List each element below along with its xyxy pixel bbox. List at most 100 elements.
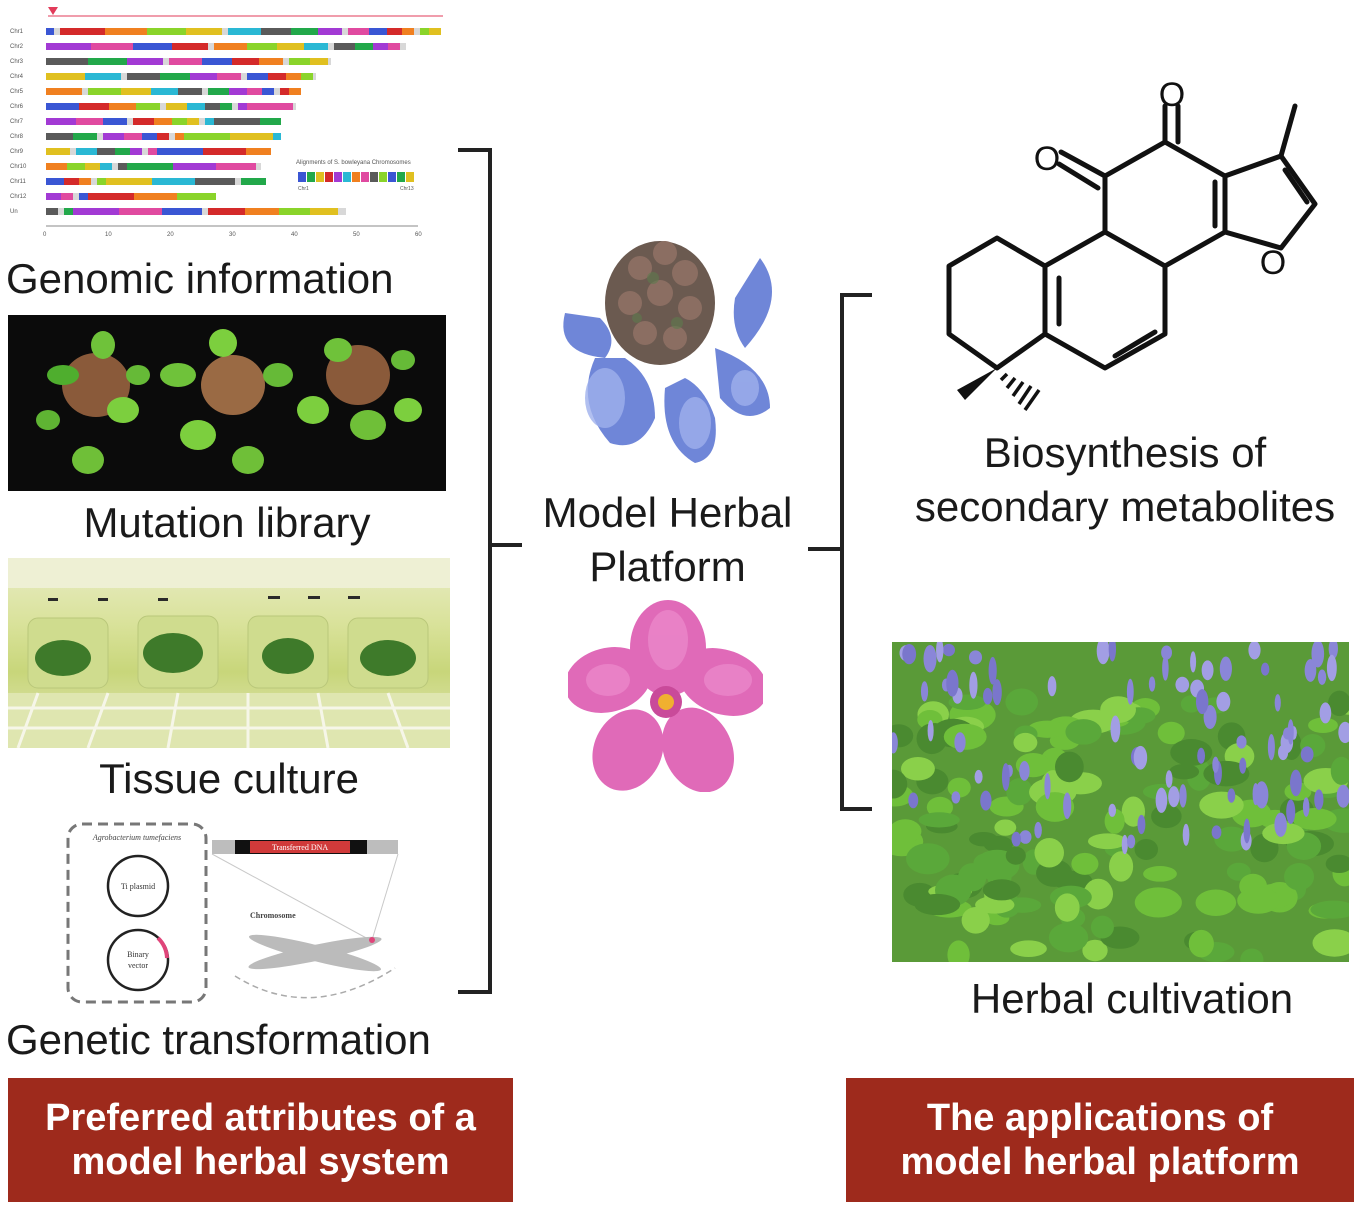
alignment-segment xyxy=(304,43,328,50)
chromosome-label: Chr2 xyxy=(10,44,24,50)
flower-spike xyxy=(1328,642,1338,659)
leaf xyxy=(1109,851,1134,882)
alignment-segment xyxy=(310,58,328,65)
leaf xyxy=(1010,940,1047,957)
legend-swatch xyxy=(298,172,306,182)
leaf xyxy=(1034,837,1065,868)
alignment-segment xyxy=(134,193,177,200)
leaf xyxy=(973,853,997,874)
leaf xyxy=(1071,852,1099,875)
flower-spike xyxy=(1126,834,1136,849)
alignment-segment xyxy=(91,43,133,50)
alignment-segment xyxy=(172,118,187,125)
mutation-library-label: Mutation library xyxy=(83,499,371,546)
leaf xyxy=(1157,721,1185,745)
flower-spike xyxy=(968,650,983,665)
chromosome-label: Chr4 xyxy=(10,74,24,80)
leaf xyxy=(1090,915,1114,939)
alignment-segment xyxy=(280,88,289,95)
leaf xyxy=(1330,756,1349,785)
legend-swatch xyxy=(307,172,315,182)
genetic-transformation-diagram: Agrobacterium tumefaciens Ti plasmid Bin… xyxy=(60,818,405,1008)
transferred-dna-label: Transferred DNA xyxy=(272,843,329,852)
axis-tick-label: 10 xyxy=(105,232,112,238)
alignment-segment xyxy=(46,73,85,80)
alignment-segment xyxy=(46,118,76,125)
alignment-segment xyxy=(154,118,172,125)
flower-spike xyxy=(927,720,934,742)
alignment-segment xyxy=(46,163,67,170)
alignment-segment xyxy=(388,43,400,50)
alignment-segment xyxy=(115,148,130,155)
flower-spike xyxy=(1243,818,1251,844)
chromosome-label: Chr5 xyxy=(10,89,24,95)
left-banner-line-1: Preferred attributes of a xyxy=(45,1097,476,1139)
legend-swatch xyxy=(343,172,351,182)
alignment-segment xyxy=(160,73,190,80)
leaf xyxy=(906,843,950,875)
alignment-segment xyxy=(262,88,274,95)
flower-spike xyxy=(946,669,959,697)
alignment-segment xyxy=(162,208,202,215)
leaf xyxy=(900,756,935,781)
flower-spike xyxy=(1260,662,1270,676)
alignment-segment xyxy=(301,73,313,80)
alignment-segment xyxy=(208,208,245,215)
ti-plasmid-circle xyxy=(106,854,170,918)
flower-spike xyxy=(1282,727,1293,740)
alignment-segment xyxy=(203,148,246,155)
flower-spike xyxy=(1108,642,1117,662)
alignment-segment xyxy=(61,193,73,200)
flower-spike xyxy=(974,769,983,784)
carbonyl-oxygen-2: O xyxy=(1159,78,1185,114)
genome-legend-title: Alignments of S. bowleyana Chromosomes xyxy=(296,160,411,166)
alignment-segment xyxy=(217,73,241,80)
alignment-segment xyxy=(229,88,247,95)
flower-spike xyxy=(1133,745,1148,770)
legend-swatch xyxy=(352,172,360,182)
flower-spike xyxy=(992,679,1002,706)
alignment-segment xyxy=(241,178,266,185)
leaf xyxy=(1312,929,1349,957)
chromosome-label: Chr1 xyxy=(10,29,24,35)
alignment-segment xyxy=(127,163,173,170)
flower-spike xyxy=(1162,655,1169,681)
alignment-segment xyxy=(214,118,260,125)
alignment-segment xyxy=(228,28,261,35)
alignment-segment xyxy=(184,133,230,140)
flower-spike xyxy=(1252,783,1259,806)
alignment-segment xyxy=(205,118,214,125)
flower-spike xyxy=(1155,787,1168,813)
leaf xyxy=(947,940,970,962)
leaf xyxy=(982,879,1021,901)
alignment-segment xyxy=(142,133,157,140)
flower-spike xyxy=(1336,784,1349,808)
chromosome-label: Un xyxy=(10,209,18,215)
flower-spike xyxy=(1278,744,1289,761)
alignment-segment xyxy=(286,73,301,80)
alignment-segment xyxy=(157,133,169,140)
biosynthesis-label-line-2: secondary metabolites xyxy=(914,483,1336,530)
alignment-segment xyxy=(247,43,277,50)
leaf xyxy=(1083,878,1114,910)
alignment-segment xyxy=(46,208,58,215)
flower-spike xyxy=(1314,789,1324,810)
flower-spike xyxy=(1203,705,1217,729)
alignment-segment xyxy=(187,103,205,110)
flower-spike xyxy=(936,642,944,663)
flower-center xyxy=(658,694,674,710)
alignment-segment xyxy=(260,118,281,125)
flower-spike xyxy=(1290,769,1302,797)
legend-swatch xyxy=(406,172,414,182)
flower-spike xyxy=(1110,715,1121,743)
flower-spike xyxy=(1317,669,1327,685)
alignment-segment xyxy=(214,43,247,50)
chromosome-label: Chr8 xyxy=(10,134,24,140)
alignment-segment xyxy=(246,148,271,155)
right-banner: The applications of model herbal platfor… xyxy=(846,1078,1354,1202)
alignment-segment xyxy=(169,58,202,65)
alignment-segment xyxy=(289,58,310,65)
alignment-segment xyxy=(46,178,64,185)
flower-spike xyxy=(1121,834,1128,855)
alignment-segment xyxy=(152,178,195,185)
